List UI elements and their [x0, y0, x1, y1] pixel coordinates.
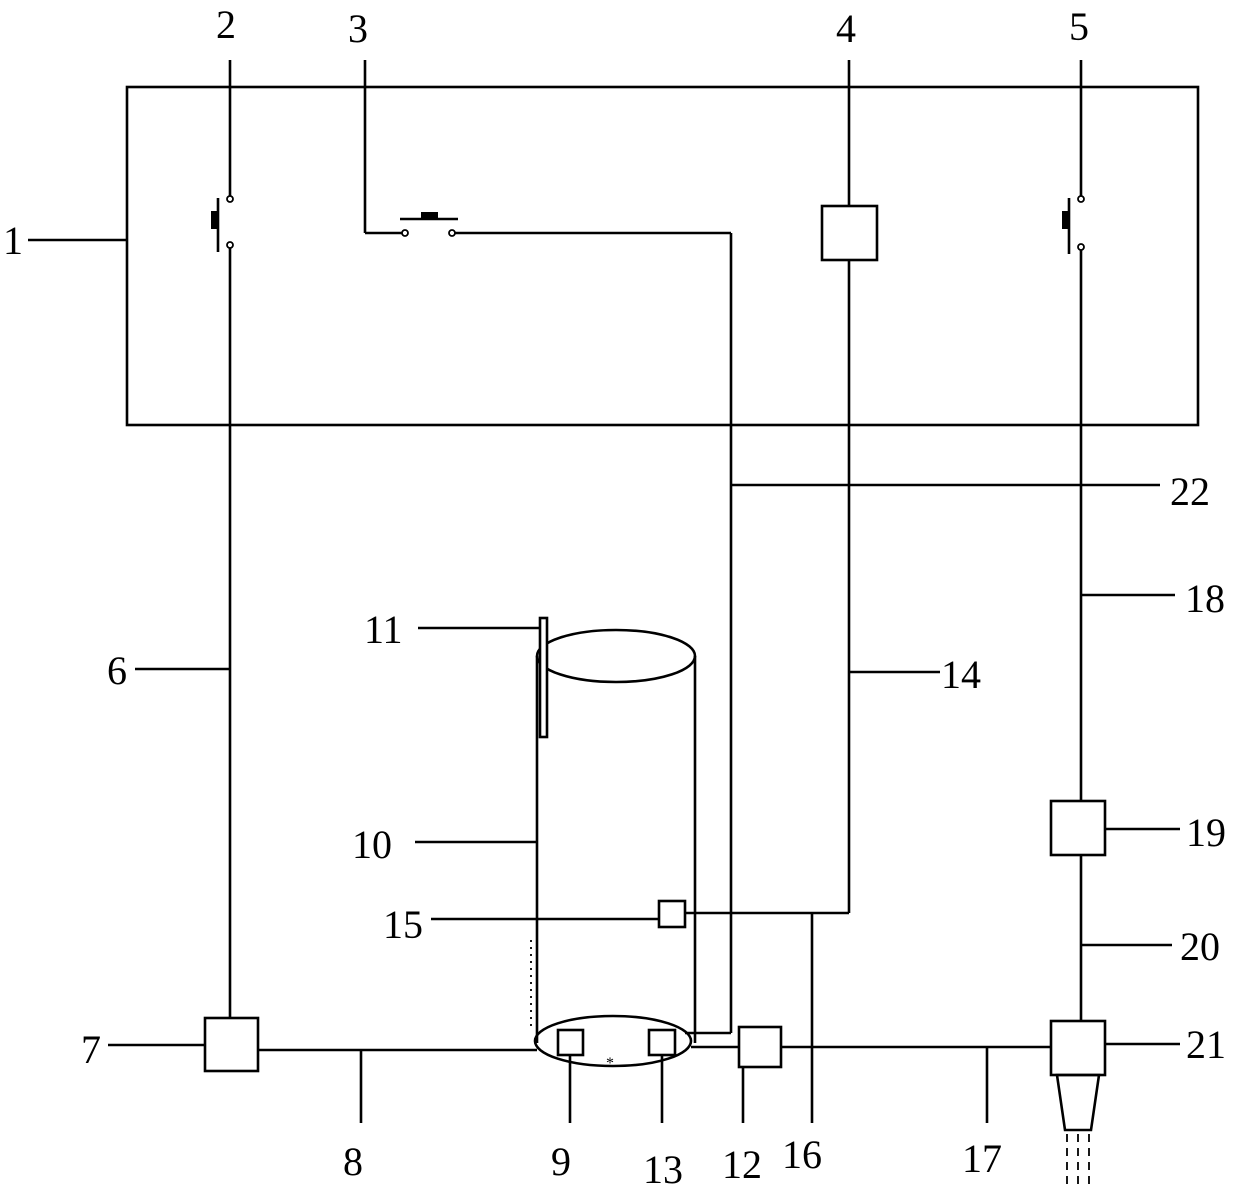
component-19-box: [1051, 801, 1105, 855]
label-9: 9: [551, 1139, 571, 1184]
tank-10: *: [531, 630, 695, 1072]
component-12-box: [739, 1027, 781, 1067]
component-9-box: [558, 1030, 583, 1055]
switch-5: [1062, 60, 1084, 801]
component-21-box: [1051, 1021, 1105, 1075]
label-16: 16: [782, 1132, 822, 1177]
component-4: [685, 60, 877, 913]
label-3: 3: [348, 6, 368, 51]
label-21: 21: [1186, 1022, 1226, 1067]
switch-3: [365, 60, 731, 1033]
label-20: 20: [1180, 924, 1220, 969]
label-22: 22: [1170, 469, 1210, 514]
svg-text:*: *: [606, 1055, 614, 1072]
component-13-box: [649, 1030, 675, 1055]
nozzle-icon: [1057, 1075, 1099, 1190]
label-6: 6: [107, 648, 127, 693]
component-15-box: [659, 901, 685, 927]
switch-2: [211, 60, 233, 1018]
label-5: 5: [1069, 4, 1089, 49]
component-7-box: [205, 1018, 258, 1071]
label-13: 13: [643, 1147, 683, 1192]
label-17: 17: [962, 1136, 1002, 1181]
rod-11: [540, 618, 547, 737]
label-2: 2: [216, 2, 236, 47]
label-19: 19: [1186, 810, 1226, 855]
label-8: 8: [343, 1139, 363, 1184]
label-10: 10: [352, 822, 392, 867]
label-14: 14: [941, 652, 981, 697]
label-18: 18: [1185, 576, 1225, 621]
label-15: 15: [383, 902, 423, 947]
label-1: 1: [3, 218, 23, 263]
label-11: 11: [364, 607, 403, 652]
enclosure-box: [127, 87, 1198, 425]
label-7: 7: [81, 1027, 101, 1072]
label-12: 12: [722, 1142, 762, 1187]
label-4: 4: [836, 6, 856, 51]
